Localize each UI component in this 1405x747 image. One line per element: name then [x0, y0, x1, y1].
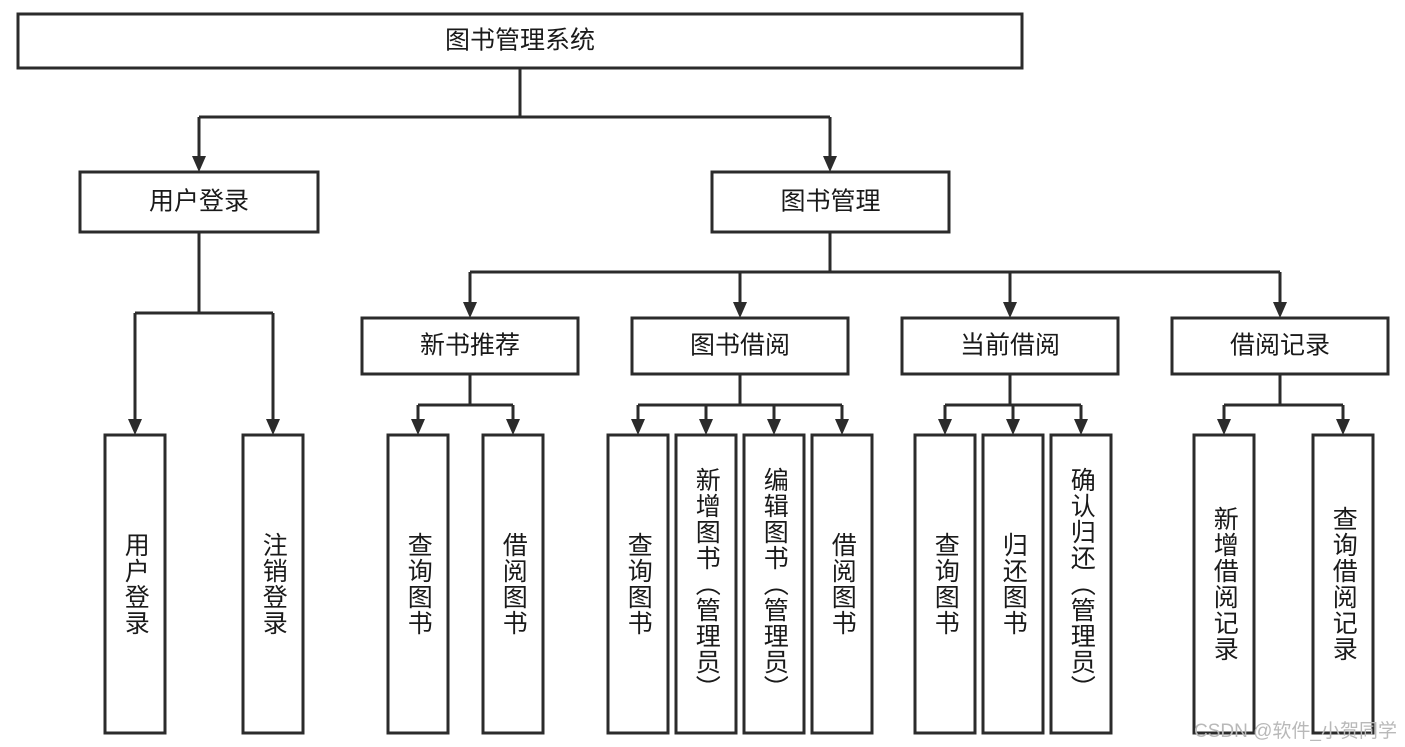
node-box[interactable]	[913, 433, 977, 735]
node-box[interactable]	[103, 433, 167, 735]
connector-root-to-level2	[192, 68, 837, 172]
node-label: 图书管理系统	[445, 27, 595, 55]
node-leaf-查询图书[interactable]	[913, 433, 977, 735]
node-label: 图书借阅	[690, 332, 790, 360]
node-level3-当前借阅[interactable]: 当前借阅	[900, 316, 1120, 376]
node-box[interactable]	[78, 170, 320, 234]
node-leaf-查询图书[interactable]	[606, 433, 670, 735]
node-leaf-编辑图书管理员[interactable]	[742, 433, 806, 735]
node-level2-图书管理[interactable]: 图书管理	[710, 170, 951, 234]
node-leaf-新增借阅记录[interactable]	[1192, 433, 1256, 735]
node-leaf-查询图书[interactable]	[386, 433, 450, 735]
node-label: 借阅记录	[1230, 332, 1330, 360]
node-level3-图书借阅[interactable]: 图书借阅	[630, 316, 850, 376]
connector-borrow-to-leaves	[631, 374, 849, 435]
node-box[interactable]	[742, 433, 806, 735]
connectors-layer	[128, 68, 1350, 435]
node-box[interactable]	[1192, 433, 1256, 735]
node-box[interactable]	[981, 433, 1045, 735]
node-box[interactable]	[674, 433, 738, 735]
node-box[interactable]	[810, 433, 874, 735]
node-box[interactable]	[481, 433, 545, 735]
node-label: 当前借阅	[960, 332, 1060, 360]
node-root-图书管理系统[interactable]: 图书管理系统	[16, 12, 1024, 70]
node-leaf-借阅图书[interactable]	[810, 433, 874, 735]
node-label: 新书推荐	[420, 332, 520, 360]
node-level3-借阅记录[interactable]: 借阅记录	[1170, 316, 1390, 376]
connector-book-mgmt-to-level3	[463, 232, 1287, 318]
connector-current-to-leaves	[938, 374, 1088, 435]
node-leaf-归还图书[interactable]	[981, 433, 1045, 735]
node-label: 图书管理	[780, 188, 880, 216]
connector-new-book-to-leaves	[411, 374, 520, 435]
node-box[interactable]	[386, 433, 450, 735]
node-leaf-查询借阅记录[interactable]	[1311, 433, 1375, 735]
connector-record-to-leaves	[1217, 374, 1350, 435]
node-box[interactable]	[1049, 433, 1113, 735]
node-leaf-用户登录[interactable]	[103, 433, 167, 735]
node-box[interactable]	[16, 12, 1024, 70]
node-box[interactable]	[241, 433, 305, 735]
node-level2-用户登录[interactable]: 用户登录	[78, 170, 320, 234]
node-box[interactable]	[1311, 433, 1375, 735]
node-leaf-确认归还管理员[interactable]	[1049, 433, 1113, 735]
node-label: 用户登录	[149, 188, 249, 216]
node-level3-新书推荐[interactable]: 新书推荐	[360, 316, 580, 376]
node-leaf-借阅图书[interactable]	[481, 433, 545, 735]
connector-user-login-to-leaves	[128, 232, 280, 435]
csdn-watermark: CSDN @软件_小贺同学	[1194, 721, 1397, 742]
node-box[interactable]	[710, 170, 951, 234]
node-leaf-注销登录[interactable]	[241, 433, 305, 735]
node-box[interactable]	[360, 316, 580, 376]
node-box[interactable]	[900, 316, 1120, 376]
node-leaf-新增图书管理员[interactable]	[674, 433, 738, 735]
node-box[interactable]	[630, 316, 850, 376]
node-box[interactable]	[606, 433, 670, 735]
node-box[interactable]	[1170, 316, 1390, 376]
